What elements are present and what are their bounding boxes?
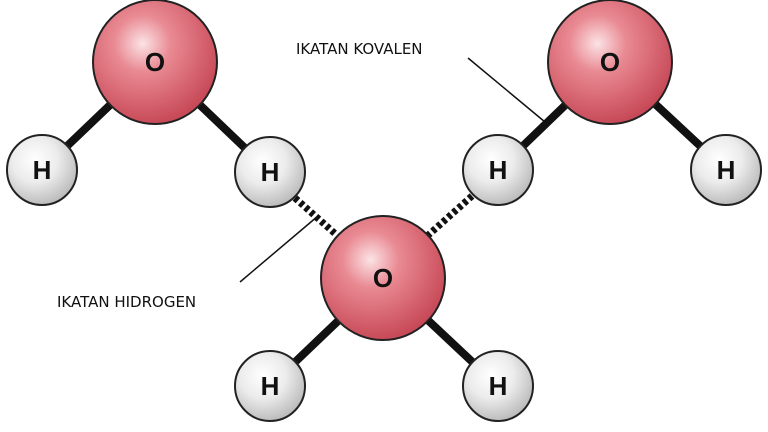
hydrogen-atom: H — [690, 134, 762, 206]
hydrogen-bond-dashed — [422, 193, 475, 241]
atom-label: H — [261, 371, 280, 401]
hydrogen-bonds — [292, 193, 475, 241]
hydrogen-atom: H — [234, 350, 306, 422]
atom-label: H — [33, 155, 52, 185]
atom-label: O — [600, 47, 620, 77]
oxygen-atom: O — [92, 0, 218, 125]
hydrogen-atom: H — [6, 134, 78, 206]
atom-label: H — [489, 371, 508, 401]
atom-label: H — [489, 155, 508, 185]
oxygen-atom: O — [547, 0, 673, 125]
covalent-callout-line — [467, 57, 546, 123]
atom-label: O — [145, 47, 165, 77]
atom-label: O — [373, 263, 393, 293]
hydrogen-atom: H — [462, 134, 534, 206]
hydrogen-callout-line — [239, 215, 319, 283]
hydrogen-bond-dashed — [292, 195, 343, 241]
hydrogen-atom: H — [234, 136, 306, 208]
oxygen-atom: O — [320, 215, 446, 341]
atom-label: H — [717, 155, 736, 185]
hydrogen-atom: H — [462, 350, 534, 422]
hydrogen-bond-label: IKATAN HIDROGEN — [57, 293, 196, 311]
atom-label: H — [261, 157, 280, 187]
covalent-bond-label: IKATAN KOVALEN — [296, 40, 423, 58]
